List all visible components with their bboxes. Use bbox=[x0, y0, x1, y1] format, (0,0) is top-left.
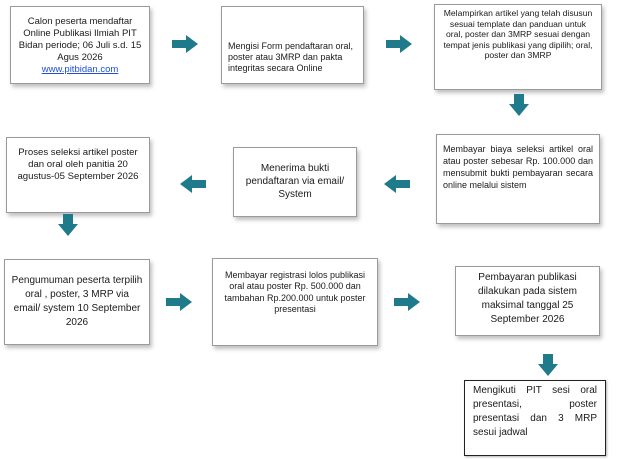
step-register-text: Calon peserta mendaftar Online Publikasi… bbox=[18, 16, 142, 63]
step-attach-article-text: Melampirkan artikel yang telah disusun s… bbox=[443, 8, 593, 61]
arrow-down-1-icon bbox=[509, 94, 529, 116]
step-fill-form: Mengisi Form pendaftaran oral, poster at… bbox=[221, 6, 364, 84]
step-attach-article: Melampirkan artikel yang telah disusun s… bbox=[434, 4, 602, 90]
step-receive-proof: Menerima bukti pendaftaran via email/ Sy… bbox=[233, 147, 357, 217]
step-publication-payment: Pembayaran publikasi dilakukan pada sist… bbox=[455, 266, 600, 336]
step-selection-text: Proses seleksi artikel poster dan oral o… bbox=[17, 147, 139, 182]
pitbidan-link[interactable]: www.pitbidan.com bbox=[41, 64, 119, 75]
step-pay-registration: Membayar registrasi lolos publikasi oral… bbox=[212, 258, 378, 346]
step-fill-form-text: Mengisi Form pendaftaran oral, poster at… bbox=[228, 41, 354, 73]
step-attend-pit-text: Mengikuti PIT sesi oral presentasi, post… bbox=[473, 385, 597, 438]
arrow-right-1-icon bbox=[172, 35, 198, 53]
step-pay-registration-text: Membayar registrasi lolos publikasi oral… bbox=[224, 270, 366, 315]
arrow-right-3-icon bbox=[166, 293, 192, 311]
step-announcement: Pengumuman peserta terpilih oral , poste… bbox=[4, 259, 150, 345]
arrow-right-4-icon bbox=[394, 293, 420, 311]
step-pay-selection-text: Membayar biaya seleksi artikel oral atau… bbox=[443, 144, 593, 190]
step-publication-payment-text: Pembayaran publikasi dilakukan pada sist… bbox=[478, 272, 577, 325]
step-attend-pit: Mengikuti PIT sesi oral presentasi, post… bbox=[464, 380, 606, 456]
step-register-online: Calon peserta mendaftar Online Publikasi… bbox=[10, 6, 150, 84]
arrow-left-1-icon bbox=[180, 175, 206, 193]
step-receive-proof-text: Menerima bukti pendaftaran via email/ Sy… bbox=[245, 163, 345, 200]
step-announcement-text: Pengumuman peserta terpilih oral , poste… bbox=[11, 275, 143, 328]
arrow-right-2-icon bbox=[386, 35, 412, 53]
step-selection-process: Proses seleksi artikel poster dan oral o… bbox=[6, 137, 150, 213]
step-pay-selection: Membayar biaya seleksi artikel oral atau… bbox=[436, 134, 600, 224]
arrow-down-3-icon bbox=[538, 354, 558, 376]
arrow-down-2-icon bbox=[58, 214, 78, 236]
arrow-left-2-icon bbox=[384, 175, 410, 193]
